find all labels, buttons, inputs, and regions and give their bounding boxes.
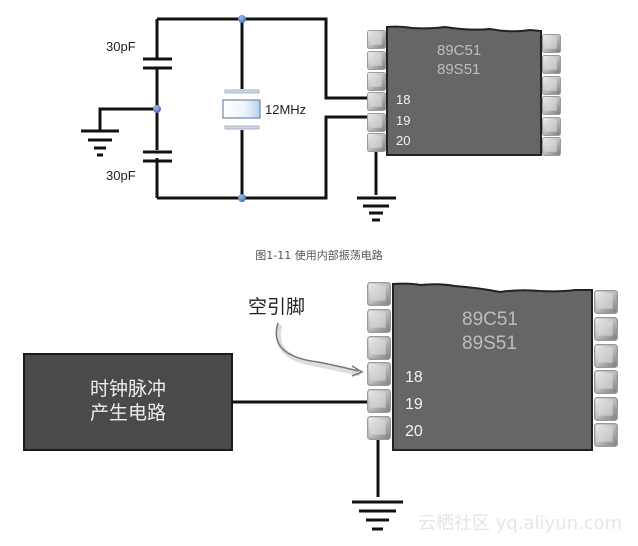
junction-dot xyxy=(238,194,246,202)
figure-caption: 图1-11 使用内部振荡电路 xyxy=(255,248,382,262)
chip-label-line2: 89S51 xyxy=(462,333,517,354)
chip-label-line1: 89C51 xyxy=(462,309,518,330)
ground-icon xyxy=(81,129,119,157)
junction-dot xyxy=(153,105,161,113)
junction-dot xyxy=(238,15,246,23)
figure-internal-oscillator: 30pF 30pF 12MHz xyxy=(81,15,561,222)
pin-label-18: 18 xyxy=(405,369,423,386)
clock-box-line2: 产生电路 xyxy=(90,402,166,424)
pin-label-18: 18 xyxy=(396,92,410,107)
ground-icon xyxy=(352,500,403,531)
crystal-icon xyxy=(222,89,261,130)
pin-label-20: 20 xyxy=(396,133,410,148)
wires xyxy=(232,400,380,497)
unused-pin-annotation: 空引脚 xyxy=(248,296,305,318)
clock-box-line1: 时钟脉冲 xyxy=(90,378,166,400)
ground-icon xyxy=(357,196,396,222)
capacitor-top-label: 30pF xyxy=(106,39,136,54)
arrow-icon xyxy=(275,322,364,377)
mcu-chip: 89C51 89S51 18 19 20 xyxy=(367,25,561,156)
figure-external-clock: 时钟脉冲 产生电路 空引脚 xyxy=(23,282,618,531)
left-pins xyxy=(367,30,386,152)
capacitor-top xyxy=(143,57,172,70)
left-pins xyxy=(367,282,391,440)
right-pins xyxy=(594,290,618,447)
pin-label-20: 20 xyxy=(405,423,423,440)
capacitor-bottom-label: 30pF xyxy=(106,168,136,183)
chip-label-line1: 89C51 xyxy=(437,42,481,59)
capacitor-bottom xyxy=(143,150,172,163)
watermark: 云栖社区 yq.aliyun.com xyxy=(418,513,622,534)
crystal-label: 12MHz xyxy=(265,102,306,117)
right-pins xyxy=(542,34,561,156)
clock-generator-box: 时钟脉冲 产生电路 xyxy=(23,353,233,451)
chip-label-line2: 89S51 xyxy=(437,61,480,78)
pin-label-19: 19 xyxy=(405,396,423,413)
mcu-chip: 89C51 89S51 18 19 20 xyxy=(367,282,618,451)
pin-label-19: 19 xyxy=(396,113,410,128)
